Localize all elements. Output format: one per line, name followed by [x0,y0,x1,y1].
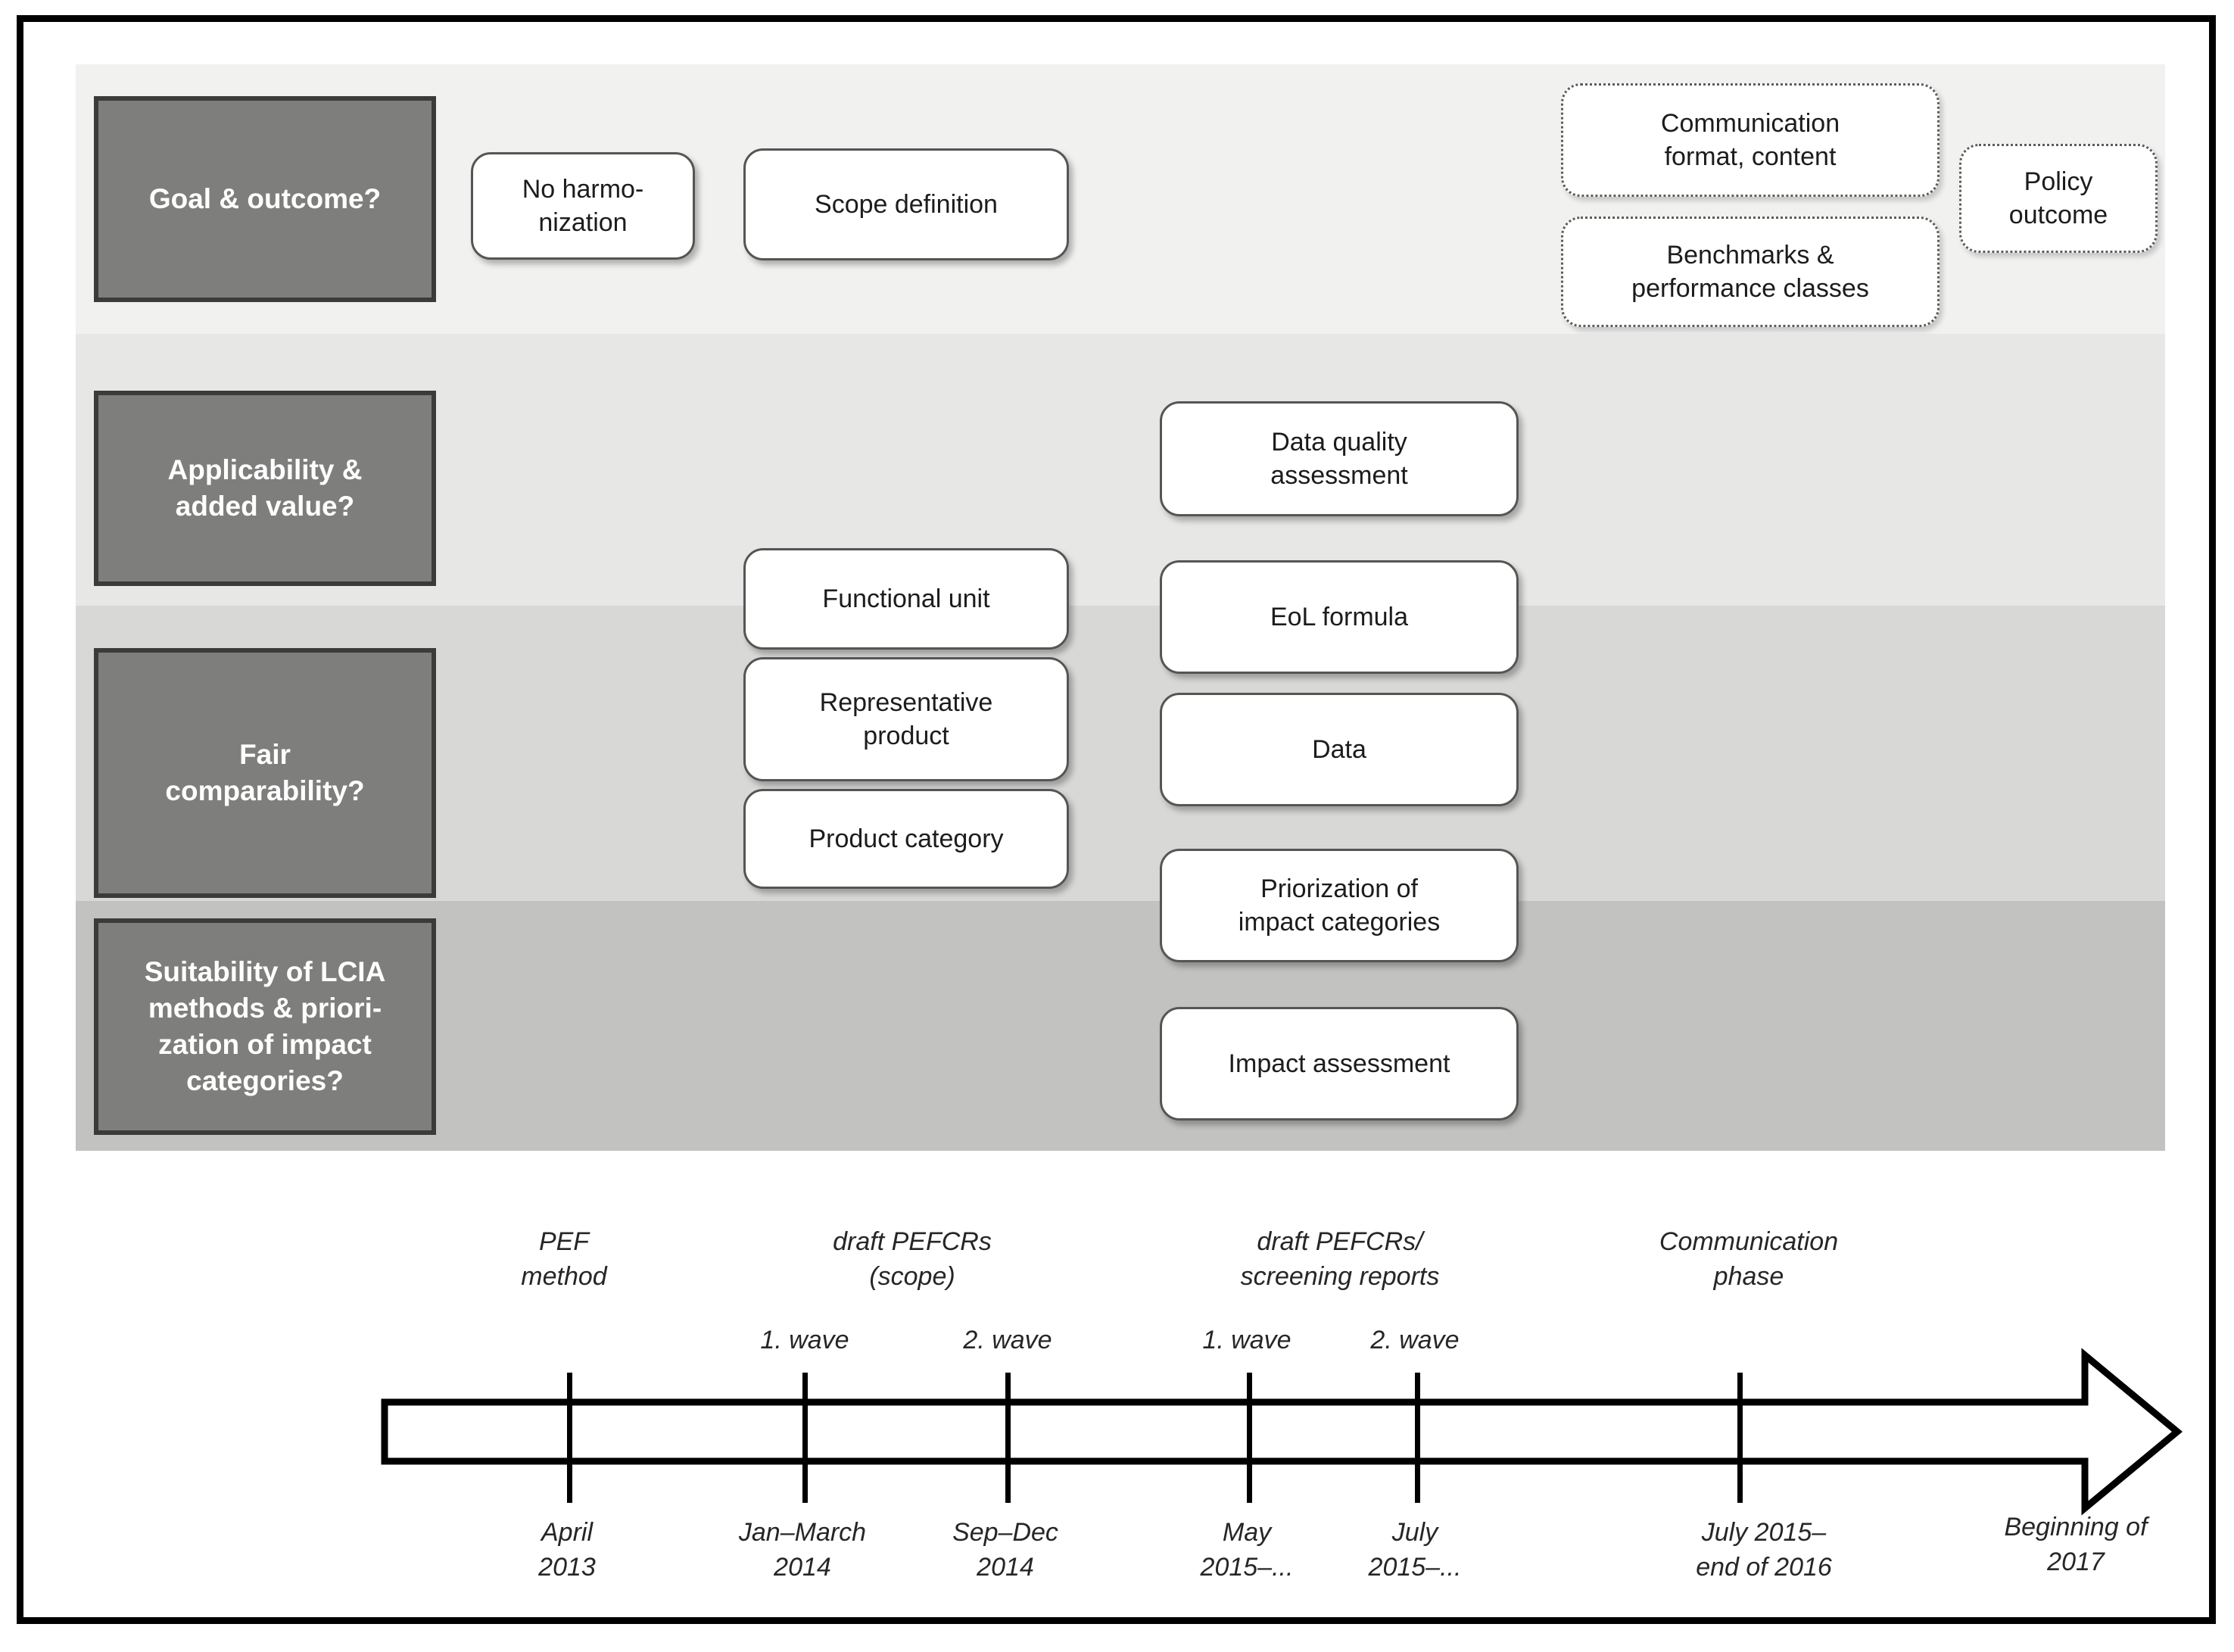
box-scope-definition: Scope definition [743,148,1069,260]
timeline-wave-2: 2. wave [963,1326,1052,1354]
timeline-date-april-2013: April 2013 [538,1518,596,1582]
timeline-tick-6 [1737,1373,1743,1503]
box-data: Data [1160,693,1519,806]
timeline-date-july-2015: July 2015–... [1368,1518,1462,1582]
timeline-phase-pef-method: PEF method [521,1227,607,1291]
question-fair-comparability: Fair comparability? [94,648,436,898]
question-suitability-lcia: Suitability of LCIA methods & priori- za… [94,918,436,1135]
box-product-category: Product category [743,789,1069,889]
timeline-phase-communication: Communication phase [1659,1227,1839,1291]
box-eol-formula: EoL formula [1160,560,1519,674]
timeline-tick-2 [802,1373,808,1503]
timeline-phase-draft-pefcrs-scope: draft PEFCRs (scope) [833,1227,992,1291]
box-no-harmonization: No harmo- nization [471,152,695,260]
box-priorization-impact-categories: Priorization of impact categories [1160,849,1519,962]
box-representative-product: Representative product [743,657,1069,781]
timeline-tick-4 [1247,1373,1252,1503]
timeline-date-jan-march-2014: Jan–March 2014 [738,1518,867,1582]
timeline-tick-5 [1415,1373,1420,1503]
timeline-phase-draft-pefcrs-screening: draft PEFCRs/ screening reports [1240,1227,1440,1291]
timeline-date-may-2015: May 2015–... [1200,1518,1294,1582]
timeline-wave-4: 2. wave [1370,1326,1460,1354]
timeline-wave-1: 1. wave [760,1326,849,1354]
timeline-date-beginning-2017: Beginning of 2017 [2004,1513,2148,1576]
box-communication-format-content: Communication format, content [1561,83,1940,197]
box-data-quality-assessment: Data quality assessment [1160,401,1519,516]
box-impact-assessment: Impact assessment [1160,1007,1519,1121]
question-goal-outcome: Goal & outcome? [94,96,436,302]
timeline-tick-3 [1005,1373,1011,1503]
box-policy-outcome: Policy outcome [1959,144,2158,253]
timeline-tick-1 [567,1373,572,1503]
box-functional-unit: Functional unit [743,548,1069,650]
timeline-arrow [381,1348,2183,1516]
timeline-wave-3: 1. wave [1202,1326,1291,1354]
question-applicability-added-value: Applicability & added value? [94,391,436,586]
timeline-date-sep-dec-2014: Sep–Dec 2014 [952,1518,1058,1582]
box-benchmarks-performance-classes: Benchmarks & performance classes [1561,217,1940,327]
timeline-date-july-2015-end-2016: July 2015– end of 2016 [1696,1518,1832,1582]
